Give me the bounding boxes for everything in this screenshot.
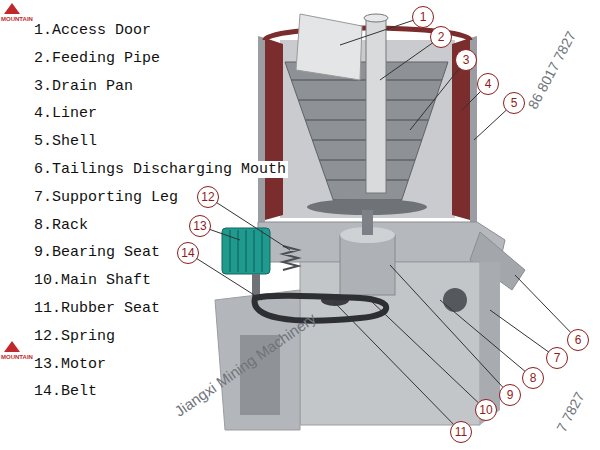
- leg-opening: [443, 288, 467, 312]
- access-door: [296, 14, 362, 80]
- callout-text: 14: [181, 247, 194, 259]
- part-label: 9.Bearing Seat: [32, 244, 162, 261]
- callout-number: 12: [197, 186, 219, 208]
- callout-text: 9: [507, 389, 514, 401]
- part-label: 13.Motor: [32, 356, 108, 373]
- callout-text: 2: [438, 31, 445, 43]
- spring: [283, 246, 298, 270]
- callout-number: 13: [189, 215, 211, 237]
- callout-number: 7: [546, 347, 568, 369]
- callout-number: 2: [430, 26, 452, 48]
- logo-text: MOUNTAIN: [1, 354, 33, 361]
- callout-number: 3: [455, 49, 477, 71]
- callout-text: 11: [455, 426, 467, 438]
- logo-text: MOUNTAIN: [1, 16, 33, 23]
- part-label: 1.Access Door: [32, 22, 153, 39]
- logo-mark: [4, 3, 20, 14]
- bearing-seat: [340, 235, 395, 295]
- callout-text: 4: [485, 78, 492, 90]
- part-label: 6.Tailings Discharging Mouth: [32, 161, 288, 178]
- feeding-pipe: [366, 18, 386, 193]
- part-label: 7.Supporting Leg: [32, 189, 180, 206]
- motor-shaft: [252, 274, 260, 296]
- part-label: 4.Liner: [32, 105, 99, 122]
- part-label: 2.Feeding Pipe: [32, 50, 162, 67]
- part-label: 14.Belt: [32, 383, 99, 400]
- part-label: 10.Main Shaft: [32, 272, 153, 289]
- callout-text: 3: [463, 54, 470, 66]
- callout-text: 5: [511, 97, 518, 109]
- feeding-pipe-mouth: [364, 14, 388, 22]
- shell: [258, 36, 265, 224]
- main-shaft: [362, 210, 373, 235]
- part-label: 12.Spring: [32, 328, 117, 345]
- callout-number: 11: [450, 421, 472, 443]
- callout-text: 12: [201, 191, 214, 203]
- belt: [255, 296, 387, 321]
- callout-number: 10: [475, 399, 497, 421]
- callout-number: 6: [567, 329, 589, 351]
- callout-number: 14: [177, 242, 199, 264]
- callout-text: 1: [420, 11, 427, 23]
- callout-text: 13: [193, 220, 206, 232]
- watermark: 86 8017 7827: [525, 28, 579, 111]
- watermark: 7 7827: [553, 389, 587, 434]
- callout-number: 1: [412, 6, 434, 28]
- liner: [265, 38, 283, 220]
- motor: [222, 228, 270, 274]
- callout-text: 10: [479, 404, 492, 416]
- callout-text: 6: [575, 334, 582, 346]
- callout-number: 5: [503, 92, 525, 114]
- callout-number: 9: [499, 384, 521, 406]
- part-label: 8.Rack: [32, 217, 90, 234]
- motor-fins: [230, 230, 262, 272]
- part-label: 11.Rubber Seat: [32, 300, 162, 317]
- callout-text: 7: [554, 352, 561, 364]
- callout-text: 8: [530, 372, 537, 384]
- part-label: 3.Drain Pan: [32, 78, 135, 95]
- callout-number: 8: [522, 367, 544, 389]
- callout-number: 4: [477, 73, 499, 95]
- part-label: 5.Shell: [32, 133, 99, 150]
- logo-mark: [4, 341, 20, 352]
